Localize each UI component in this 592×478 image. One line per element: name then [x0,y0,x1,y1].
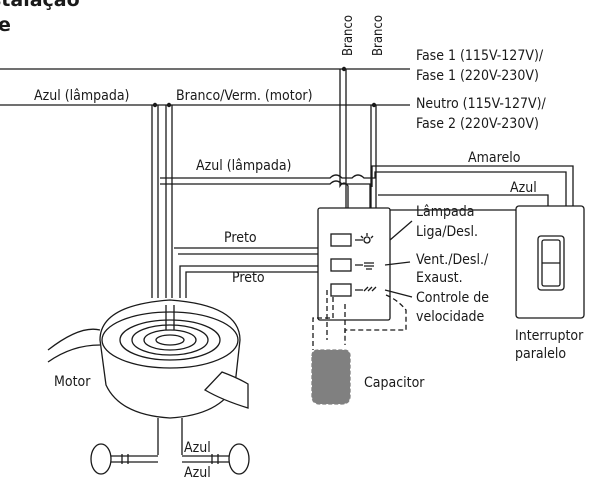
paralelo-label: paralelo [515,346,566,362]
motor-icon [47,299,249,455]
azul-lampada-mid-label: Azul (lâmpada) [196,158,291,174]
neutro-115-label: Neutro (115V-127V)/ [416,96,547,112]
lampada-label: Lâmpada [416,204,474,220]
exaust-label: Exaust. [416,270,463,286]
azul-lampada-top-label: Azul (lâmpada) [34,88,129,104]
capacitor-icon [311,349,351,405]
pointer-lines [384,220,413,298]
interruptor-label: Interruptor [515,328,584,344]
velocidade-label: velocidade [416,309,485,325]
lamp-holder-left-icon [90,443,158,475]
speed-control-icon [363,286,377,292]
motor-wires [151,102,173,298]
capacitor-label: Capacitor [364,375,425,391]
preto-top-label: Preto [224,230,257,246]
azul-right-label: Azul [510,180,537,196]
lamp-holder-right-icon [121,443,250,475]
motor-label: Motor [54,374,91,390]
branco-label-left: Branco [341,15,356,56]
mains-wires [0,66,410,108]
branco-verm-motor-label: Branco/Verm. (motor) [176,88,313,104]
fase1-220-label: Fase 1 (220V-230V) [416,68,539,84]
title-line-1: stalação [0,0,80,11]
fase2-220-label: Fase 2 (220V-230V) [416,116,539,132]
preto-bottom-label: Preto [232,270,265,286]
interruptor-wires [371,165,574,206]
lamp-switch-icon [360,233,374,244]
liga-desl-label: Liga/Desl. [416,224,478,240]
fan-switch-icon [364,262,374,270]
azul-lampada-wire [160,171,567,211]
capacitor-wires [312,290,407,350]
amarelo-label: Amarelo [468,150,521,166]
vent-desl-label: Vent./Desl./ [416,252,489,268]
fase1-115-label: Fase 1 (115V-127V)/ [416,48,544,64]
branco-label-right: Branco [371,15,386,56]
controle-label: Controle de [416,290,489,306]
parallel-switch[interactable] [515,205,585,319]
title-line-2: e [0,14,11,36]
control-box [317,207,391,321]
azul-bottom-label-1: Azul [184,440,211,456]
azul-bottom-label-2: Azul [184,465,211,478]
